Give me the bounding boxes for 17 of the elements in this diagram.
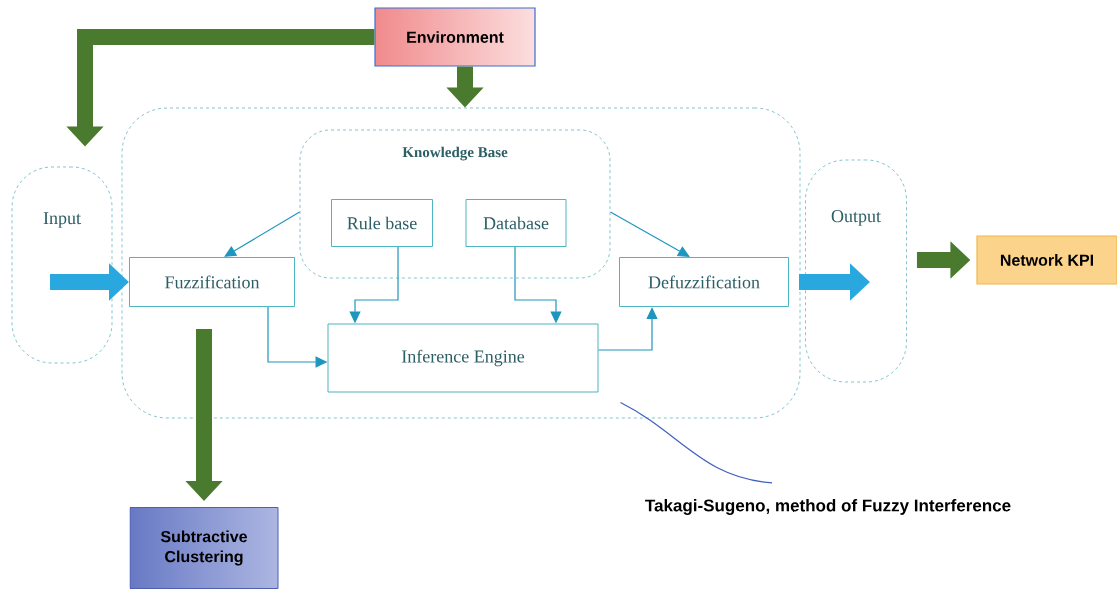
arrow <box>609 211 690 257</box>
leader-line <box>619 401 773 484</box>
region-label: Knowledge Base <box>402 146 508 161</box>
caption-text: Takagi-Sugeno, method of Fuzzy Interference <box>645 499 1011 515</box>
system-region <box>121 107 801 419</box>
environment-box: Environment <box>374 7 536 67</box>
arrow <box>224 211 301 257</box>
arrow <box>597 307 658 351</box>
region-label: Input <box>43 212 81 228</box>
region-label: Output <box>831 210 881 226</box>
process-box: Database <box>465 199 567 247</box>
process-box: Inference Engine <box>327 323 599 393</box>
process-box: Fuzzification <box>129 257 295 307</box>
process-box: Defuzzification <box>619 257 789 307</box>
process-box: Rule base <box>331 199 433 247</box>
output-box: Network KPI <box>976 235 1117 285</box>
process-box: Subtractive Clustering <box>129 507 279 589</box>
